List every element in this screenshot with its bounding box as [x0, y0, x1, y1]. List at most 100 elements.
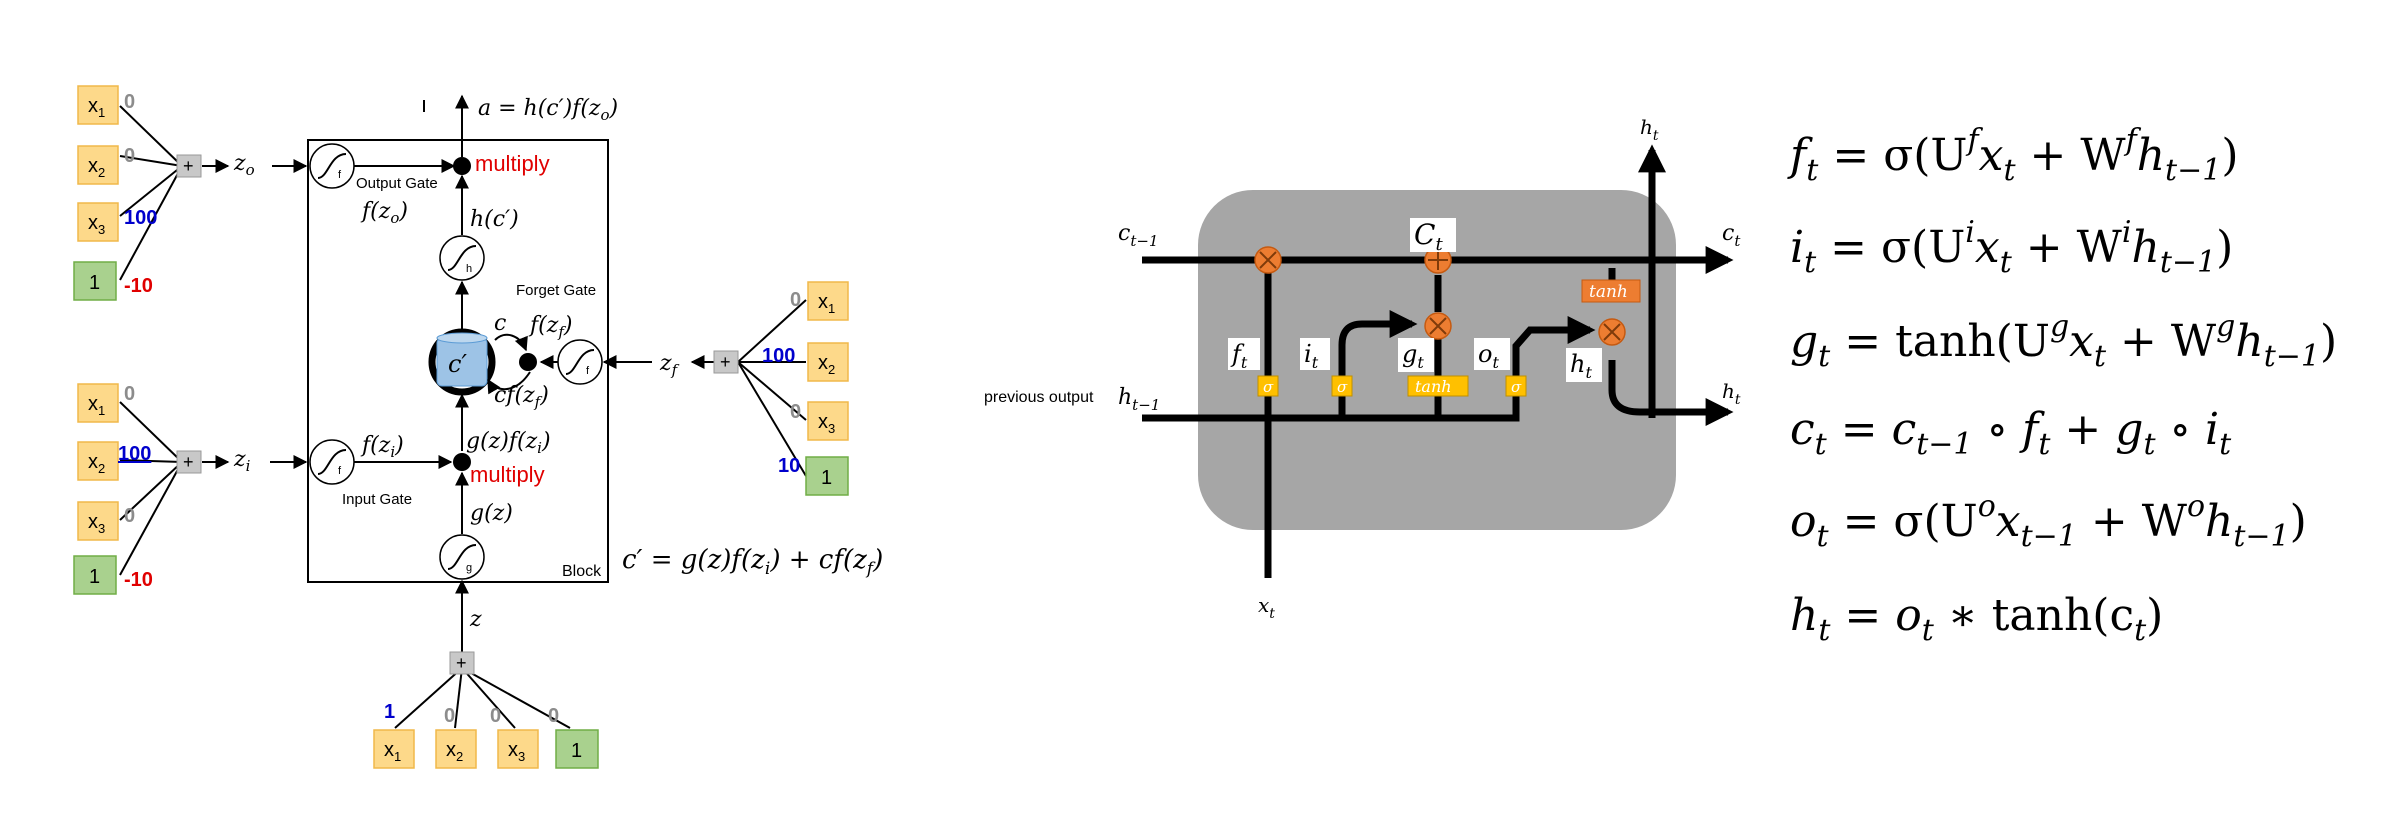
- weight-label: -10: [124, 569, 153, 591]
- block-label: Block: [562, 563, 602, 580]
- svg-text:x3: x3: [88, 511, 105, 536]
- weight-label: 0: [790, 401, 801, 423]
- output-sigma-layer: [1505, 375, 1527, 397]
- equation-output-gate: ot = σ(Uoxt−1 + Woht−1): [1790, 489, 2307, 554]
- equation-input-gate: it = σ(Uixt + Wiht−1): [1790, 215, 2234, 280]
- g-activation-node: [439, 534, 485, 580]
- input-gate-label: Input Gate: [342, 491, 412, 508]
- svg-text:zi: zi: [233, 447, 251, 475]
- svg-text:σ: σ: [1337, 378, 1348, 396]
- svg-text:f: f: [338, 169, 342, 181]
- svg-text:z: z: [469, 607, 482, 632]
- svg-text:ht: ht: [1570, 350, 1592, 382]
- svg-text:1: 1: [571, 740, 582, 762]
- svg-text:ht−1: ht−1: [1118, 385, 1160, 414]
- svg-text:zo: zo: [233, 151, 255, 179]
- cell-update-equation: c′ = g(z)f(zi) + cf(zf): [622, 545, 883, 579]
- svg-text:σ: σ: [1511, 378, 1522, 396]
- svg-text:x1: x1: [88, 95, 105, 120]
- weight-label: -10: [124, 275, 153, 297]
- weight-label: 100: [762, 345, 795, 367]
- input-sigma-layer: [1331, 375, 1353, 397]
- svg-text:x1: x1: [384, 739, 401, 764]
- svg-text:zf: zf: [659, 351, 680, 379]
- svg-text:+: +: [720, 352, 731, 372]
- output-multiply-node: [453, 157, 471, 175]
- svg-text:1: 1: [89, 272, 100, 294]
- bias-box: [73, 555, 117, 595]
- svg-text:x3: x3: [88, 212, 105, 237]
- svg-text:x2: x2: [88, 155, 105, 180]
- multiply-label-top: multiply: [475, 151, 550, 176]
- svg-text:ht: ht: [1722, 379, 1741, 408]
- input-box-x1: [807, 281, 849, 321]
- svg-text:tanh: tanh: [1589, 282, 1628, 302]
- svg-text:ct−1: ct−1: [1118, 221, 1158, 250]
- svg-text:x1: x1: [818, 291, 835, 316]
- svg-text:f: f: [586, 365, 590, 377]
- input-box-x2: [435, 729, 477, 769]
- svg-text:g(z)f(zi): g(z)f(zi): [466, 429, 551, 457]
- gate-label-bg: [1300, 338, 1330, 370]
- input-box-x3: [77, 501, 119, 541]
- input-box-x1: [373, 729, 415, 769]
- svg-text:x3: x3: [818, 411, 835, 436]
- gate-label-bg: [1410, 218, 1456, 252]
- svg-text:xt: xt: [1258, 593, 1275, 622]
- weight-label: 0: [124, 505, 135, 527]
- memory-block-diagram: Block x1 x2 x3 1 0 0 100 -10 + zo: [73, 85, 883, 769]
- weight-label: 100: [124, 207, 157, 229]
- svg-text:a = h(c′)f(zo): a = h(c′)f(zo): [478, 96, 618, 124]
- weight-label: 100: [118, 443, 151, 465]
- svg-text:x2: x2: [446, 739, 463, 764]
- svg-text:c: c: [494, 311, 506, 336]
- svg-text:gt: gt: [1402, 340, 1424, 372]
- input-box-x2: [77, 441, 119, 481]
- input-gate-sigmoid: [309, 439, 355, 485]
- svg-text:f(zi): f(zi): [360, 433, 404, 461]
- label-gz: g(z): [470, 501, 513, 526]
- input-box-x2: [77, 145, 119, 185]
- weight-label: 0: [124, 145, 135, 167]
- sum-node: [176, 154, 202, 178]
- previous-output-label: previous output: [984, 389, 1094, 406]
- equation-hidden-state: ht = ot ∗ tanh(ct): [1790, 590, 2164, 648]
- input-box-x3: [77, 202, 119, 242]
- svg-text:σ: σ: [1263, 378, 1274, 396]
- svg-text:tanh: tanh: [1415, 377, 1452, 396]
- weight-label: 0: [124, 91, 135, 113]
- equation-forget-gate: ft = σ(Ufxt + Wfht−1): [1790, 123, 2239, 188]
- gate-label-bg: [1474, 338, 1510, 370]
- gate-label-bg: [1228, 338, 1260, 370]
- weight-label: 0: [790, 289, 801, 311]
- lstm-cell-diagram: ct−1 ct previous output ht−1 xt ht ht: [984, 115, 1741, 622]
- bias-box: [805, 456, 849, 496]
- svg-text:x2: x2: [818, 352, 835, 377]
- equation-cell-state: ct = ct−1 ∘ ft + gt ∘ it: [1790, 404, 2232, 462]
- svg-text:c′: c′: [448, 350, 467, 378]
- gate-label-bg: [1566, 348, 1602, 382]
- output-gate-label: Output Gate: [356, 175, 438, 192]
- block-input-z: + x1 x2 x3 1 1 0 0 0: [373, 651, 599, 769]
- input-box-x3: [807, 401, 849, 441]
- input-box-x1: [77, 85, 119, 125]
- label-hc: h(c′): [470, 207, 519, 232]
- bias-box: [73, 261, 117, 301]
- svg-text:1: 1: [89, 566, 100, 588]
- svg-text:x2: x2: [88, 451, 105, 476]
- gate-label-bg: [1398, 338, 1434, 372]
- weight-label: 1: [384, 701, 395, 723]
- svg-text:+: +: [183, 452, 194, 472]
- input-box-x3: [497, 729, 539, 769]
- sum-node: [449, 651, 475, 675]
- weight-label: 0: [124, 383, 135, 405]
- svg-text:g: g: [466, 562, 472, 574]
- svg-text:f(zo): f(zo): [360, 199, 408, 227]
- forget-gate-label: Forget Gate: [516, 282, 596, 299]
- multiply-label-bottom: multiply: [470, 462, 545, 487]
- output-gate-sigmoid: [309, 143, 355, 189]
- svg-text:x3: x3: [508, 739, 525, 764]
- svg-text:it: it: [1304, 340, 1319, 372]
- svg-text:x1: x1: [88, 393, 105, 418]
